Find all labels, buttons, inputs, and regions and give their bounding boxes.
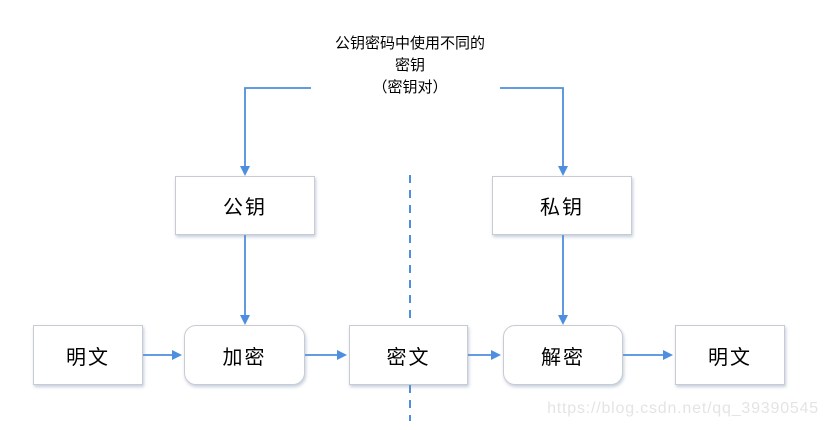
- encrypt-label: 加密: [222, 346, 267, 369]
- arrowhead-public-key-icon: [240, 166, 250, 176]
- arrowhead-encrypt-icon: [240, 315, 250, 325]
- decrypt-box: 解密: [503, 325, 623, 385]
- watermark-url: https://blog.csdn.net/qq_39390545: [547, 400, 819, 417]
- keypair-annotation: 公钥密码中使用不同的 密钥 （密钥对）: [285, 33, 535, 99]
- private-key-box: 私钥: [492, 176, 632, 235]
- arrowhead-decrypt-icon: [558, 315, 568, 325]
- plaintext-left-label: 明文: [66, 346, 110, 369]
- annotation-line-3: （密钥对）: [372, 79, 448, 96]
- private-key-label: 私钥: [540, 197, 584, 219]
- arrowhead-flow4-icon: [663, 350, 673, 360]
- connector-annotation-to-public-key: [244, 87, 311, 167]
- decrypt-label: 解密: [541, 346, 585, 369]
- connector-annotation-to-private-key: [500, 87, 564, 167]
- plaintext-left-box: 明文: [33, 325, 143, 385]
- public-key-label: 公钥: [223, 197, 267, 219]
- encrypt-box: 加密: [184, 325, 305, 385]
- ciphertext-label: 密文: [386, 346, 431, 369]
- plaintext-right-label: 明文: [708, 346, 752, 369]
- arrowhead-flow2-icon: [337, 350, 347, 360]
- ciphertext-box: 密文: [349, 325, 468, 385]
- arrowhead-flow3-icon: [491, 350, 501, 360]
- arrowhead-flow1-icon: [172, 350, 182, 360]
- annotation-line-1: 公钥密码中使用不同的: [334, 35, 485, 52]
- plaintext-right-box: 明文: [675, 325, 785, 385]
- arrowhead-private-key-icon: [558, 166, 568, 176]
- public-key-box: 公钥: [175, 176, 315, 235]
- annotation-line-2: 密钥: [394, 57, 425, 74]
